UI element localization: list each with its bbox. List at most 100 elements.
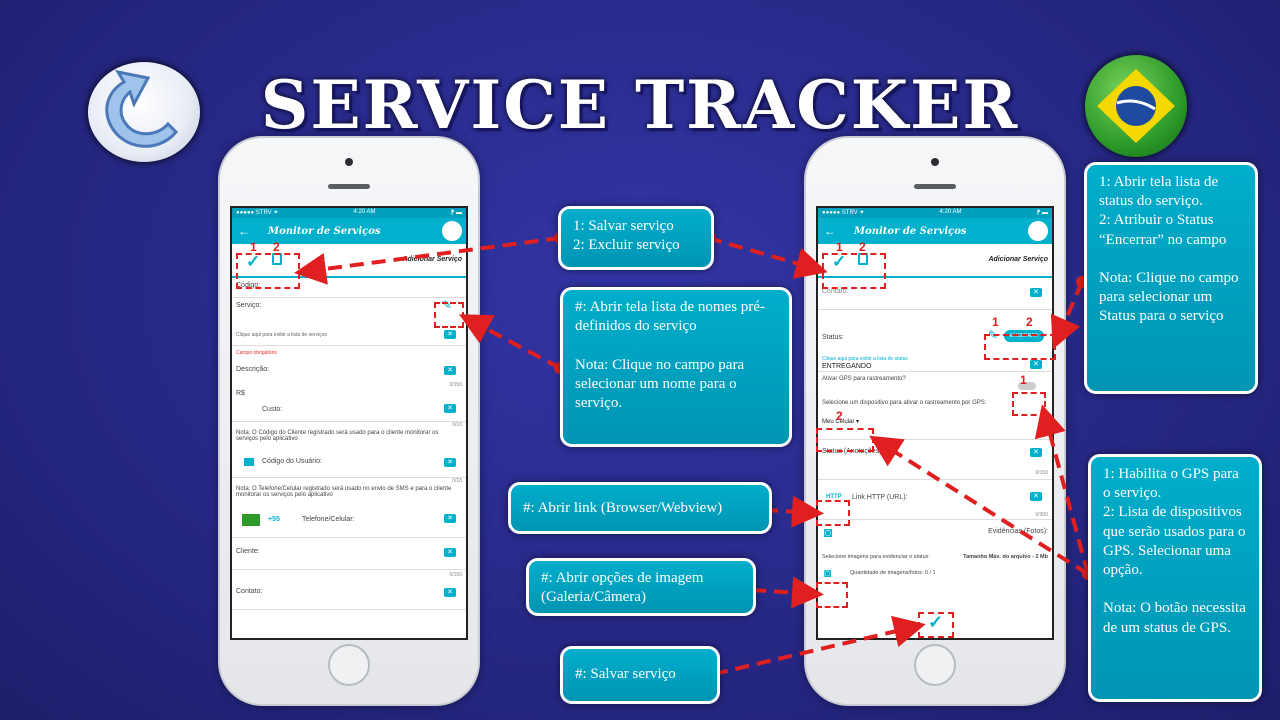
cliente-counter: 0/150 — [449, 572, 462, 578]
codigo-usuario-label: Código do Usuário: — [262, 458, 322, 465]
callout-text: 1: Habilita o GPS para o serviço. 2: Lis… — [1103, 466, 1246, 636]
number-badge: 1 — [992, 315, 999, 329]
imagens-label: Selecione imagens para evidenciar o stat… — [822, 554, 930, 560]
check-icon[interactable]: ✓ — [832, 252, 847, 271]
refresh-arrow-icon — [105, 69, 179, 148]
custo-label: Custo: — [262, 406, 283, 413]
camera-icon[interactable]: ◙ — [824, 566, 832, 580]
clear-icon[interactable]: ✕ — [444, 548, 456, 557]
app-logo — [88, 62, 200, 162]
clear-icon[interactable]: ✕ — [444, 404, 456, 413]
screen-title: Monitor de Serviços — [268, 225, 381, 237]
callout-salvar-excluir: 1: Salvar serviço 2: Excluir serviço — [558, 206, 714, 270]
status-time: 4:20 AM — [353, 209, 376, 215]
user-card-icon — [244, 458, 254, 466]
left-phone: ●●●●● STRV ✦ 4:20 AM ⁋ ▬ ← Monitor de Se… — [218, 136, 480, 706]
clear-icon[interactable]: ✕ — [1030, 288, 1042, 297]
clear-icon[interactable]: ✕ — [1030, 492, 1042, 501]
servico-label: Serviço: — [236, 302, 262, 309]
contato-label: Contato: — [822, 288, 849, 295]
carrier-text: ●●●●● STRV ✦ — [822, 210, 865, 216]
brazil-flag-icon — [242, 514, 260, 526]
callout-text: 1: Abrir tela lista de status do serviço… — [1099, 174, 1239, 325]
clear-icon[interactable]: ✕ — [444, 514, 456, 523]
link-field[interactable]: HTTP Link HTTP (URL): ✕ 0/300 — [818, 480, 1052, 520]
callout-text: 1: Salvar serviço 2: Excluir serviço — [573, 218, 680, 254]
http-button[interactable]: HTTP — [826, 494, 842, 500]
clear-icon[interactable]: ✕ — [444, 330, 456, 339]
nota-cliente: Nota: O Código do Cliente registrado ser… — [236, 430, 439, 442]
check-icon[interactable]: ✓ — [928, 612, 944, 632]
right-phone: ●●●●● STRV ✦ 4:20 AM ⁋ ▬ ← Monitor de Se… — [804, 136, 1066, 706]
brazil-flag-icon — [1085, 55, 1187, 157]
telefone-field[interactable]: 0/18 Nota: O Telefone/Celular registrado… — [232, 478, 466, 538]
codigo-label: Código: — [236, 282, 261, 289]
callout-text: #: Abrir link (Browser/Webview) — [523, 500, 723, 516]
screen-title: Monitor de Serviços — [854, 225, 967, 237]
contato-label: Contato: — [236, 588, 263, 595]
clear-icon[interactable]: ✕ — [444, 366, 456, 375]
camera-icon[interactable]: ◙ — [824, 524, 833, 540]
custo-field[interactable]: 0/150 R$ Custo: ✕ — [232, 382, 466, 422]
evidencias-label: Evidências (Fotos): — [988, 528, 1048, 535]
codigo-field: Código: — [232, 278, 466, 298]
encerrar-button[interactable]: ENCERRAR — [1003, 330, 1044, 342]
evidencias-field: ◙ Evidências (Fotos): Selecione imagens … — [818, 520, 1052, 586]
page-title: SERVICE TRACKER — [260, 66, 1020, 144]
clear-icon[interactable]: ✕ — [444, 588, 456, 597]
contato-field[interactable]: 0/150 Contato: ✕ — [232, 570, 466, 610]
cliente-field[interactable]: Cliente: ✕ — [232, 538, 466, 570]
descricao-label: Descrição: — [236, 366, 270, 373]
highlight-box — [1012, 392, 1046, 416]
user-icon[interactable] — [1028, 221, 1048, 241]
add-service-button[interactable]: Adicionar Serviço — [402, 256, 462, 263]
number-badge: 2 — [273, 240, 280, 254]
callout-text: #: Salvar serviço — [575, 666, 676, 682]
phone-camera — [345, 158, 353, 166]
back-arrow-icon[interactable]: ← — [824, 224, 836, 238]
left-screen: ●●●●● STRV ✦ 4:20 AM ⁋ ▬ ← Monitor de Se… — [230, 206, 468, 640]
gps-field: Ativar GPS para rastreamento? Selecione … — [818, 372, 1052, 440]
device-value: Meu Celular — [822, 419, 855, 425]
action-toolbar: ✓ Adicionar Serviço — [818, 244, 1052, 278]
codigo-usuario-field[interactable]: 0/16 Nota: O Código do Cliente registrad… — [232, 422, 466, 478]
add-service-button[interactable]: Adicionar Serviço — [988, 256, 1048, 263]
device-select-label: Selecione um dispositivo para ativar o r… — [822, 400, 987, 406]
status-bar: ●●●●● STRV ✦ 4:20 AM ⁋ ▬ — [818, 208, 1052, 218]
callout-imagem: #: Abrir opções de imagem (Galeria/Câmer… — [526, 558, 756, 616]
callout-link: #: Abrir link (Browser/Webview) — [508, 482, 772, 534]
phone-speaker — [328, 184, 370, 189]
app-bar: ← Monitor de Serviços — [818, 218, 1052, 244]
nota-telefone: Nota: O Telefone/Celular registrado será… — [236, 486, 452, 498]
number-badge: 1 — [250, 240, 257, 254]
back-arrow-icon[interactable]: ← — [238, 224, 250, 238]
battery-icon: ⁋ ▬ — [450, 210, 462, 216]
gps-toggle[interactable] — [1018, 382, 1036, 390]
status-hint: Clique aqui para exibir a lista de statu… — [822, 356, 908, 362]
number-badge: 2 — [859, 240, 866, 254]
currency-label: R$ — [236, 390, 245, 397]
check-icon[interactable]: ✓ — [246, 252, 261, 271]
phone-camera — [931, 158, 939, 166]
callout-salvar: #: Salvar serviço — [560, 646, 720, 704]
user-icon[interactable] — [442, 221, 462, 241]
anotacoes-counter: 0/150 — [1035, 470, 1048, 476]
clear-icon[interactable]: ✕ — [444, 458, 456, 467]
home-button[interactable] — [328, 644, 370, 686]
home-button[interactable] — [914, 644, 956, 686]
descricao-field[interactable]: Campo obrigatório Descrição: ✕ — [232, 346, 466, 382]
callout-gps: 1: Habilita o GPS para o serviço. 2: Lis… — [1088, 454, 1262, 702]
pencil-icon[interactable]: ✎ — [441, 298, 452, 312]
servico-hint: Clique aqui para exibir a lista de servi… — [236, 332, 327, 338]
status-time: 4:20 AM — [939, 209, 962, 215]
servico-field[interactable]: Serviço: ✎ Clique aqui para exibir a lis… — [232, 298, 466, 346]
number-badge: 2 — [836, 409, 843, 423]
descricao-counter: 0/150 — [449, 382, 462, 388]
clear-icon[interactable]: ✕ — [1030, 360, 1042, 369]
carrier-text: ●●●●● STRV ✦ — [236, 210, 279, 216]
device-dropdown[interactable]: Meu Celular ▾ — [822, 418, 859, 425]
callout-text: #: Abrir tela lista de nomes pré-definid… — [575, 299, 765, 411]
contato-field[interactable]: Contato: ✕ — [818, 278, 1052, 310]
clear-icon[interactable]: ✕ — [1030, 448, 1042, 457]
